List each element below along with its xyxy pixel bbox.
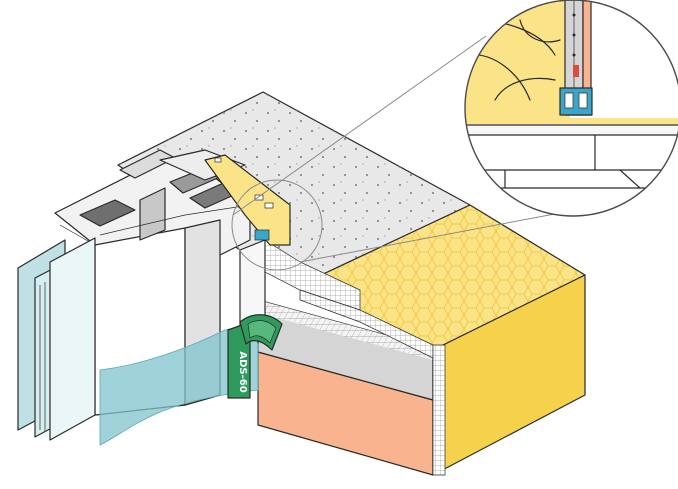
detail-focus-circle xyxy=(231,35,561,271)
glazing-unit xyxy=(17,237,96,441)
tape-label: ADS-60 xyxy=(237,351,248,392)
ads-tape: ADS-60 xyxy=(227,314,283,399)
sealing-strip xyxy=(204,154,291,246)
render-layer xyxy=(257,299,434,476)
vapour-membrane xyxy=(99,327,259,446)
magnified-detail xyxy=(464,0,678,217)
